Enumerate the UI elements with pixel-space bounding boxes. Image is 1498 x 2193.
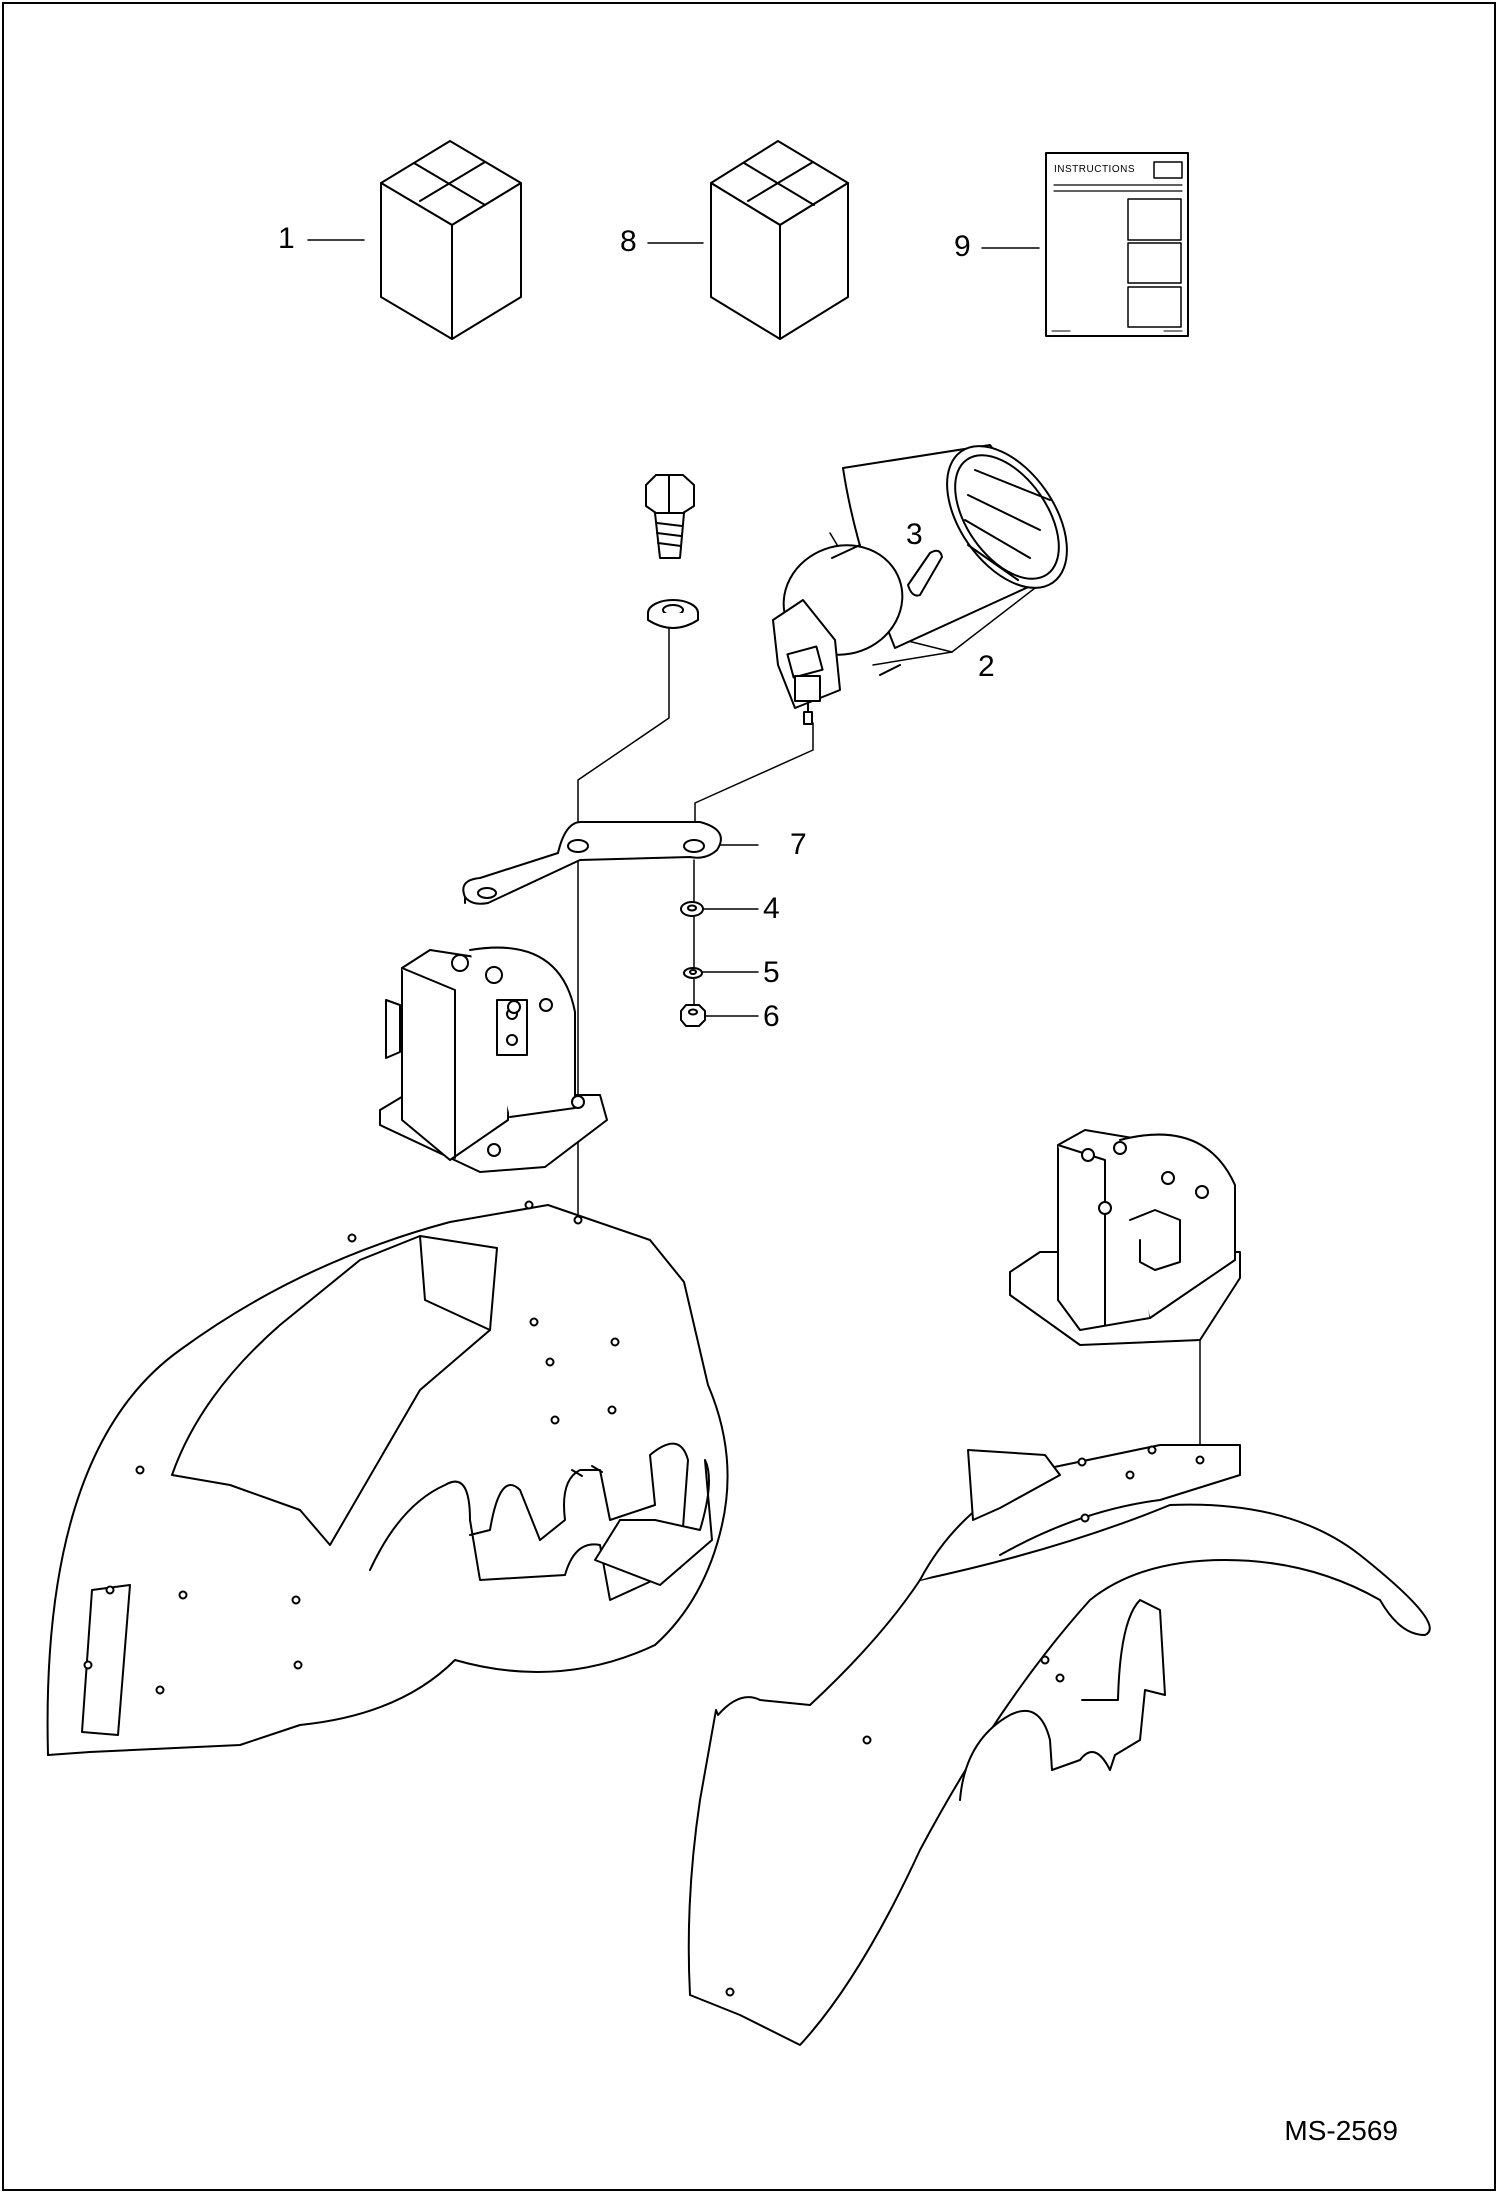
- callout-3: 3: [906, 518, 923, 551]
- bolt-icon: [645, 474, 699, 629]
- instruction-sheet-icon: [1045, 152, 1189, 337]
- drawing-id: MS-2569: [1284, 2115, 1398, 2146]
- washer-icon: [680, 901, 704, 917]
- left-light-mount: [379, 946, 608, 1173]
- box-icon: [710, 140, 849, 340]
- left-fender-icon: [46, 1200, 729, 1756]
- callout-2: 2: [978, 650, 995, 683]
- work-light-icon: [772, 444, 1068, 725]
- nut-icon: [680, 1004, 706, 1027]
- callout-7: 7: [790, 828, 807, 861]
- callout-5: 5: [763, 956, 780, 989]
- right-fender-icon: [687, 1444, 1431, 2046]
- box-icon: [380, 140, 522, 340]
- instructions-label: INSTRUCTIONS: [1054, 164, 1135, 175]
- lock-washer-icon: [683, 967, 703, 979]
- right-light-mount: [1009, 1129, 1241, 1346]
- mounting-bracket-icon: [462, 821, 722, 905]
- callout-8: 8: [620, 225, 637, 258]
- callout-6: 6: [763, 1000, 780, 1033]
- callout-1: 1: [278, 222, 295, 255]
- callout-9: 9: [954, 230, 971, 263]
- callout-4: 4: [763, 892, 780, 925]
